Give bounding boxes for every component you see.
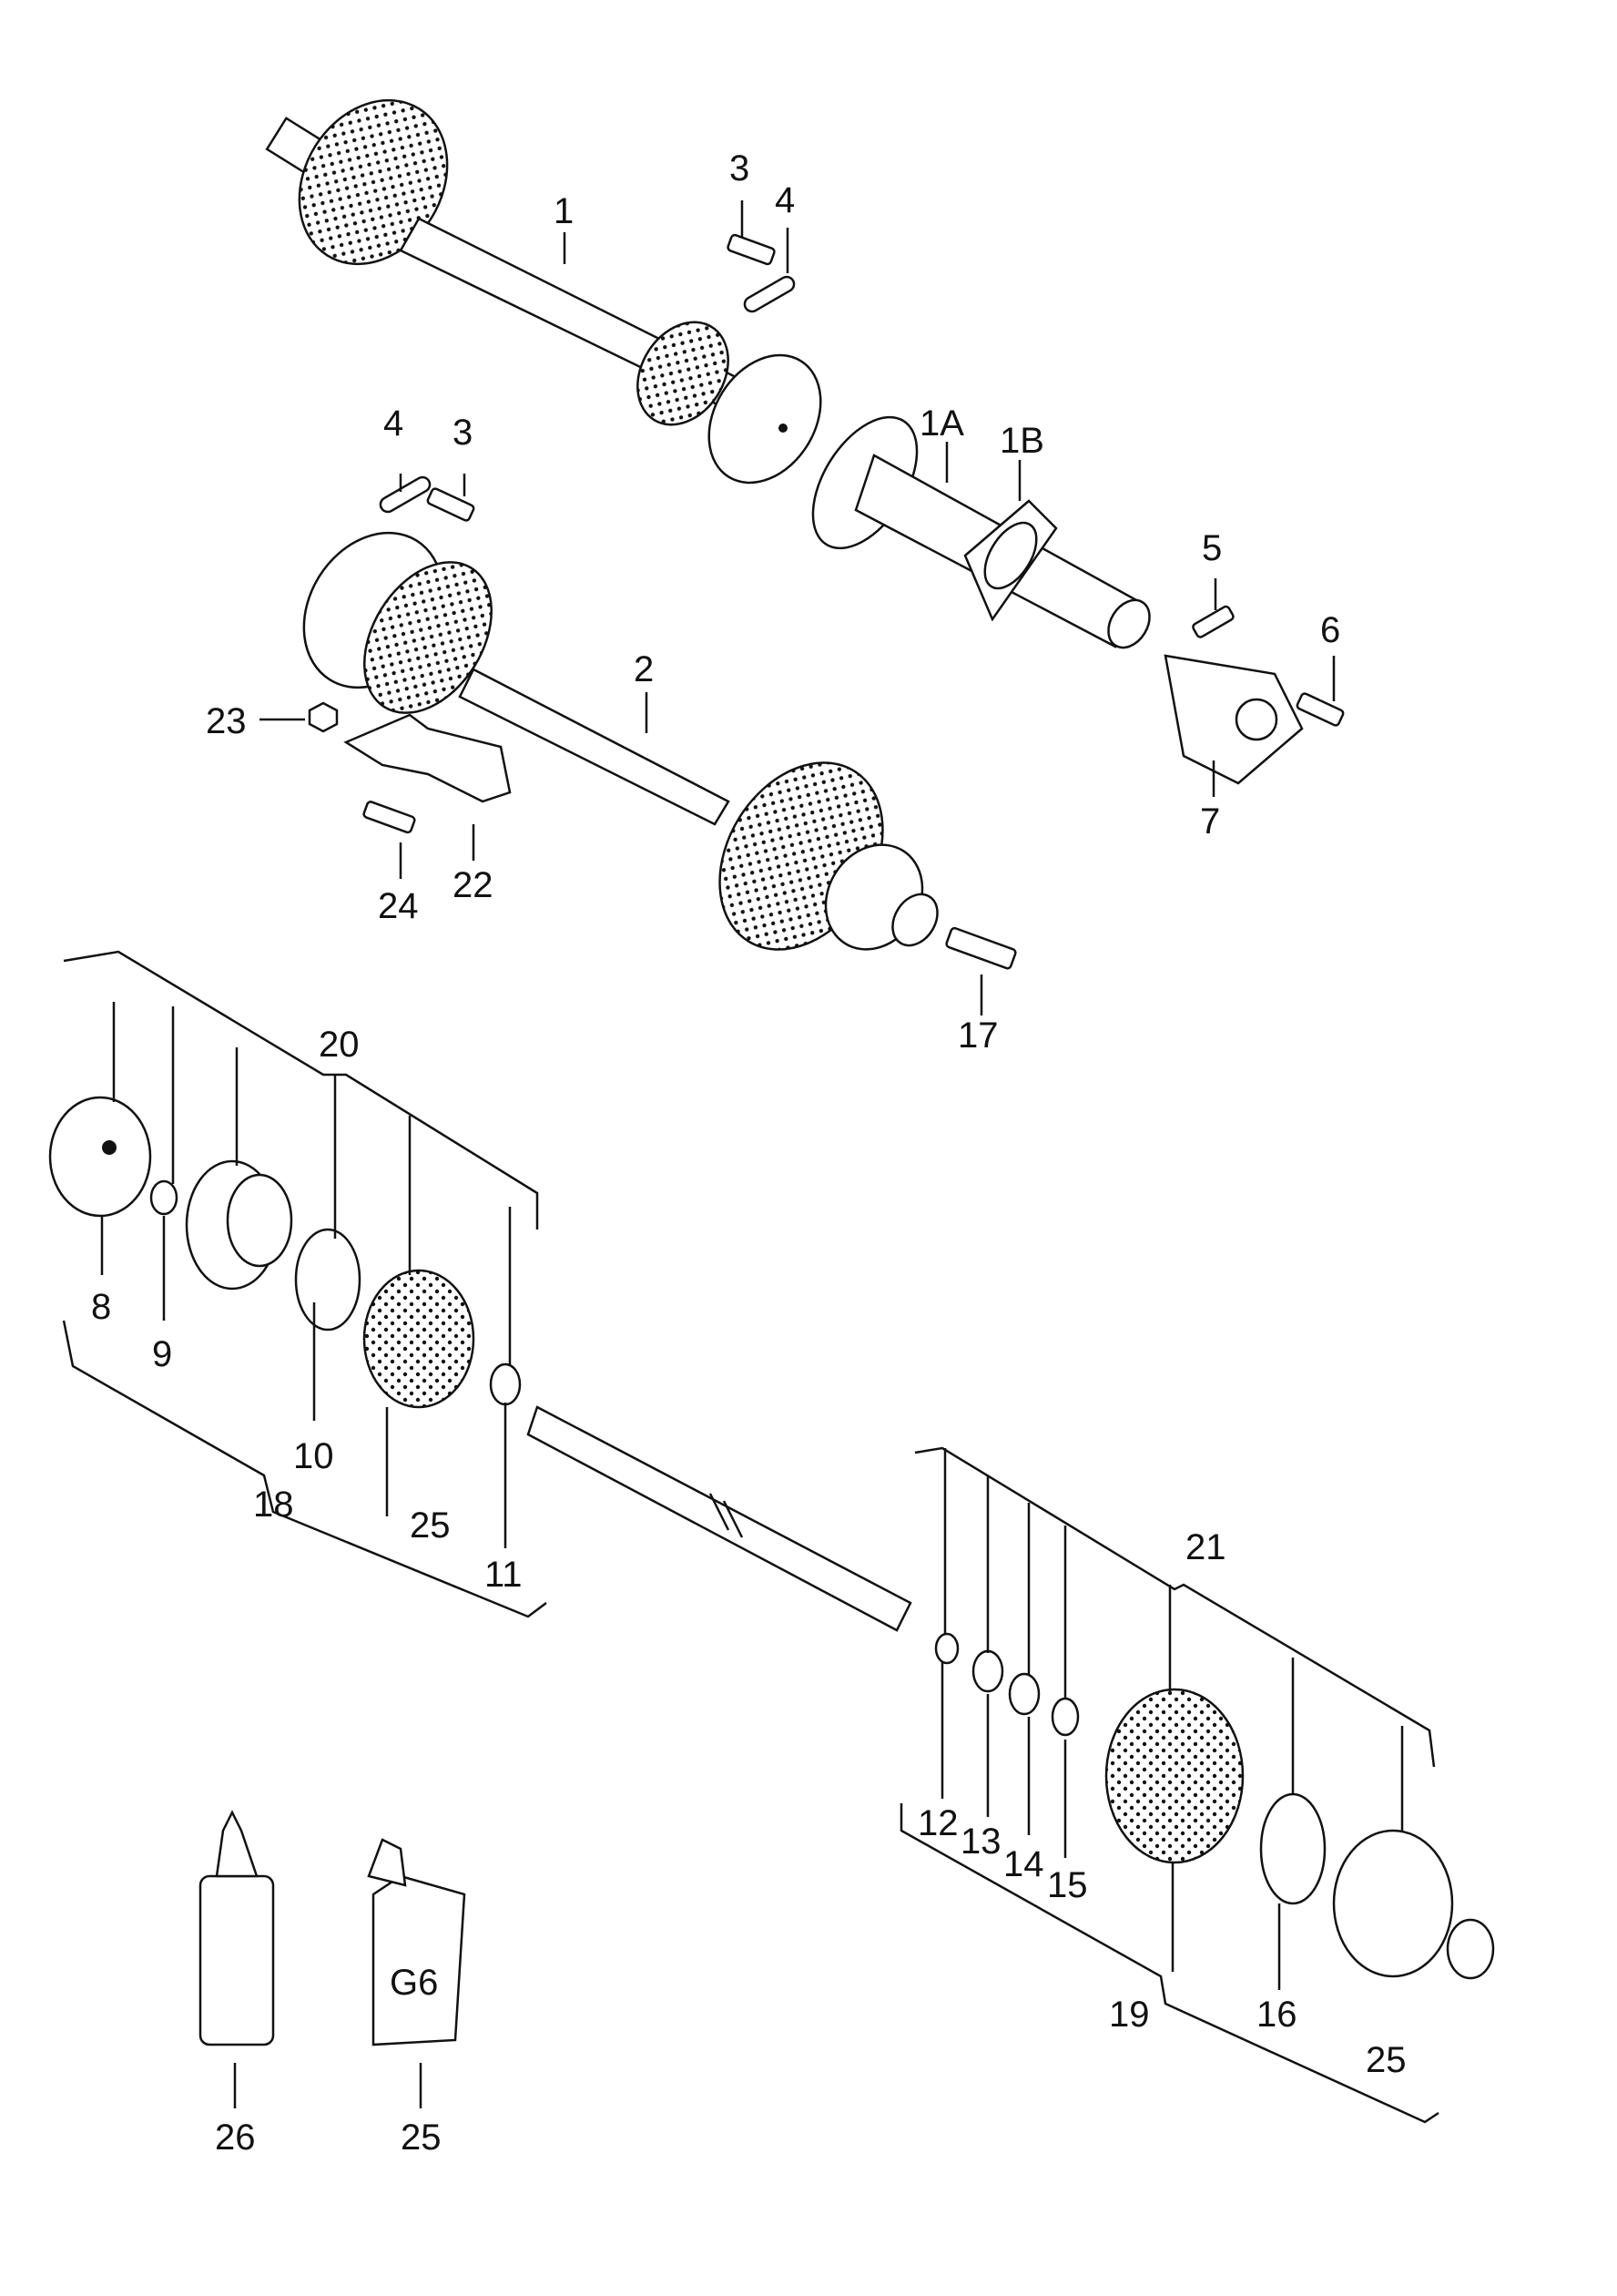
- callout-25-inner: 25: [410, 1505, 451, 1546]
- callout-7: 7: [1200, 801, 1220, 842]
- callout-5: 5: [1202, 528, 1222, 568]
- callout-9: 9: [152, 1334, 172, 1374]
- callout-4-lower: 4: [383, 403, 403, 444]
- circlip-9: [149, 1179, 178, 1216]
- drive-shaft-1: [265, 98, 822, 485]
- callout-20: 20: [319, 1025, 360, 1065]
- callout-19: 19: [1109, 1995, 1150, 2035]
- washer-plate-4-lower: [379, 475, 432, 514]
- leader-lines: [62, 200, 1439, 2124]
- callout-2: 2: [634, 649, 654, 689]
- callout-10: 10: [293, 1436, 334, 1476]
- callout-1: 1: [554, 191, 574, 231]
- callout-26: 26: [215, 2117, 256, 2158]
- grease-tube-25: G6: [367, 1838, 466, 2046]
- shaft: [526, 1405, 912, 1632]
- bolt-24: [362, 801, 416, 834]
- callout-1a: 1A: [920, 403, 964, 444]
- callout-1b: 1B: [1000, 421, 1044, 461]
- boot-outer: [1104, 1688, 1245, 1864]
- circlip-12: [934, 1632, 960, 1665]
- callout-17: 17: [958, 1015, 999, 1056]
- callout-15: 15: [1047, 1865, 1088, 1905]
- grease-bottle-26: [198, 1810, 275, 2046]
- callout-4-upper: 4: [775, 180, 795, 220]
- drive-shaft-2: [302, 531, 939, 951]
- bolt-17: [945, 926, 1017, 970]
- nut-23: [308, 701, 339, 733]
- clamp-11: [489, 1362, 522, 1406]
- bolt-6: [1296, 692, 1345, 727]
- boot-inner: [362, 1269, 475, 1409]
- cv-joint-inner: [185, 1159, 293, 1291]
- bearing-plate-1b: [963, 499, 1058, 622]
- callout-12: 12: [918, 1803, 959, 1843]
- clamp-10: [294, 1228, 361, 1332]
- flange-8: [48, 1096, 152, 1218]
- callout-25-tube: 25: [401, 2117, 442, 2158]
- bolt-3-lower: [426, 487, 475, 522]
- callout-3-upper: 3: [729, 148, 749, 189]
- callout-23: 23: [206, 701, 247, 741]
- dished-washer-14: [1008, 1672, 1041, 1716]
- circlip-15: [1051, 1697, 1080, 1737]
- callout-11: 11: [484, 1555, 523, 1595]
- washer-plate-4-upper: [743, 275, 796, 313]
- callout-21: 21: [1185, 1527, 1226, 1567]
- tube-marking: G6: [390, 1963, 438, 2003]
- callout-8: 8: [91, 1287, 111, 1327]
- bracket-7: [1164, 654, 1304, 785]
- callout-16: 16: [1256, 1995, 1297, 2035]
- callout-24: 24: [378, 886, 419, 926]
- clamp-13: [971, 1649, 1004, 1693]
- cv-joint-outer: [1332, 1829, 1495, 1980]
- callout-14: 14: [1003, 1844, 1044, 1884]
- callout-25-outer: 25: [1366, 2040, 1407, 2080]
- bolt-5: [1192, 605, 1235, 638]
- callout-13: 13: [961, 1821, 1002, 1862]
- callout-3-lower: 3: [453, 413, 473, 453]
- flange-1a: [811, 415, 1151, 649]
- bolt-3-upper: [727, 233, 776, 266]
- heat-shield-22: [343, 713, 512, 803]
- callout-18: 18: [253, 1485, 294, 1525]
- callout-22: 22: [453, 865, 493, 905]
- clamp-16: [1259, 1792, 1327, 1905]
- callout-6: 6: [1320, 610, 1340, 650]
